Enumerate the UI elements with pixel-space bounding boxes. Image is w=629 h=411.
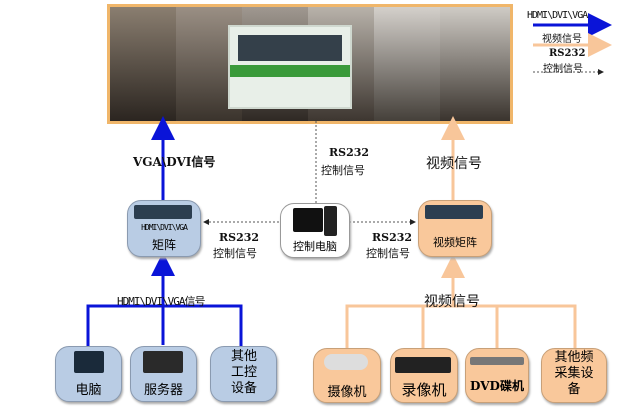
device-label: 其他频采集设备: [554, 350, 594, 397]
control-pc-label: 控制电脑: [293, 240, 337, 253]
device-camera: 摄像机: [313, 348, 381, 403]
legend-hdmi: HDMI\DVI\VGA: [527, 10, 588, 21]
control-pc: 控制电脑: [280, 203, 350, 258]
video-matrix-label: 视频矩阵: [433, 236, 477, 249]
camera-icon: [324, 354, 368, 370]
computer-icon: [74, 351, 104, 373]
wall-panel: [440, 7, 510, 121]
dvd-player-icon: [470, 357, 524, 365]
video-wall: [107, 4, 513, 124]
device-server: 服务器: [130, 346, 197, 402]
control-top-label: 控制信号: [321, 164, 365, 177]
device-label: 录像机: [401, 381, 447, 399]
matrix-device-icon: [134, 205, 192, 219]
device-recorder: 录像机: [390, 348, 458, 403]
matrix-left-line2: 矩阵: [151, 238, 176, 252]
rs232-left-label: RS232: [219, 231, 260, 244]
device-label: 其他工控设备: [230, 349, 257, 396]
device-other-control: 其他工控设备: [210, 346, 277, 402]
device-dvd: DVD碟机: [465, 348, 529, 403]
hdmi-matrix: HDMI\DVI\VGA 矩阵: [127, 200, 201, 257]
legend-control: 控制信号: [543, 64, 583, 75]
rs232-top-label: RS232: [329, 146, 370, 159]
recorder-icon: [395, 357, 451, 373]
vga-dvi-label: VGA\DVI信号: [133, 155, 216, 169]
hdmi-signal-label: HDMI\DVI\VGA信号: [117, 295, 205, 308]
video-matrix: 视频矩阵: [418, 200, 492, 257]
legend-video: 视频信号: [542, 34, 582, 45]
device-label: DVD碟机: [470, 379, 524, 393]
rs232-right-label: RS232: [372, 231, 413, 244]
wall-panel: [110, 7, 177, 121]
matrix-device-icon: [425, 205, 483, 219]
device-label: 摄像机: [327, 385, 367, 400]
device-computer: 电脑: [55, 346, 122, 402]
server-icon: [143, 351, 183, 373]
device-other-video: 其他频采集设备: [541, 348, 607, 403]
video-signal-label: 视频信号: [424, 294, 480, 310]
legend-rs232: RS232: [549, 48, 586, 59]
wall-panel: [374, 7, 441, 121]
device-label: 服务器: [143, 383, 183, 398]
device-label: 电脑: [75, 383, 102, 398]
matrix-left-line1: HDMI\DVI\VGA: [141, 223, 188, 232]
control-left-label: 控制信号: [213, 247, 257, 260]
video-top-label: 视频信号: [426, 156, 482, 172]
control-right-label: 控制信号: [366, 247, 410, 260]
monitor-icon: [293, 208, 323, 232]
pc-tower-icon: [324, 206, 337, 236]
bus-image: [228, 25, 352, 109]
